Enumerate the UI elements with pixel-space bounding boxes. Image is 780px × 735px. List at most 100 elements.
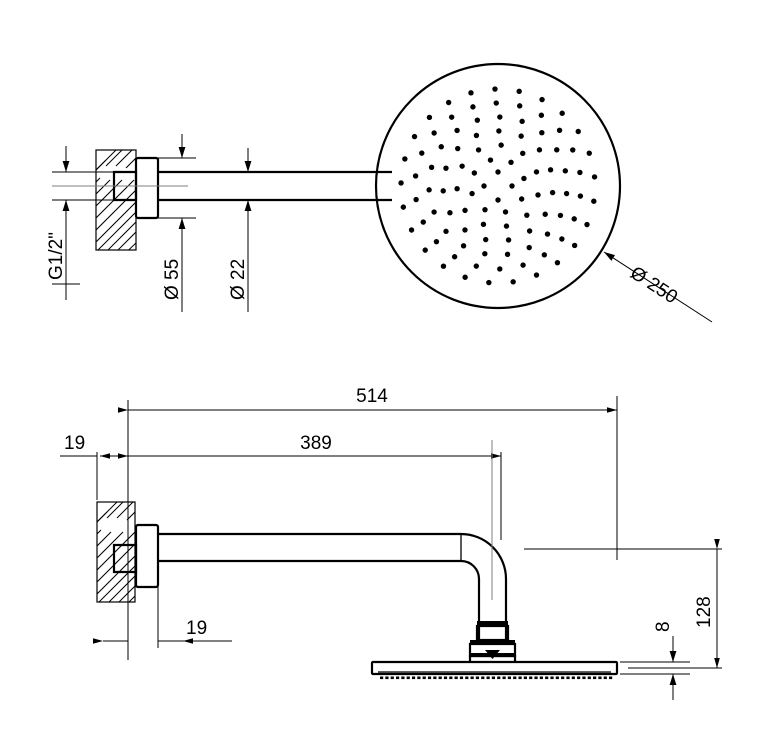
plate-nozzle-mark: [534, 676, 538, 680]
nozzle-hole: [538, 112, 545, 118]
nozzle-hole: [563, 190, 570, 197]
head-connector: [468, 621, 517, 667]
flange-side: [134, 523, 160, 589]
nozzle-hole: [556, 127, 563, 134]
dimension-tube-diameter: Ø 22: [228, 148, 252, 312]
nozzle-hole: [571, 216, 577, 222]
nozzle-hole: [431, 209, 437, 215]
nozzle-hole: [541, 252, 548, 258]
nozzle-hole: [459, 163, 465, 169]
plate-nozzle-mark: [411, 676, 416, 680]
nozzle-hole: [544, 231, 551, 237]
dimension-flange-offset-label: 19: [186, 618, 207, 639]
nozzle-hole: [557, 212, 564, 219]
plate-nozzle-mark: [539, 676, 543, 680]
plate-nozzle-mark: [406, 676, 410, 680]
nozzle-hole: [498, 142, 504, 148]
nozzle-hole: [516, 103, 523, 109]
nozzle-hole: [433, 238, 440, 245]
nozzle-hole: [516, 88, 522, 95]
plate-nozzle-mark: [470, 676, 474, 680]
nozzle-hole: [520, 150, 526, 157]
plate-nozzle-mark: [385, 676, 389, 680]
plate-nozzle-mark: [577, 676, 581, 680]
nozzle-hole: [586, 150, 592, 156]
plate-nozzle-mark: [502, 676, 506, 680]
dimension-elbow-reach-label: 389: [300, 433, 332, 454]
nozzle-hole: [526, 244, 532, 251]
plate-nozzle-mark: [491, 676, 496, 680]
nozzle-hole: [539, 130, 545, 136]
nozzle-hole: [443, 228, 449, 235]
plate-nozzle-mark: [475, 676, 480, 680]
nozzle-hole: [554, 147, 560, 153]
plate-nozzle-mark: [465, 676, 469, 680]
nozzle-hole: [443, 165, 449, 171]
nozzle-hole: [520, 262, 526, 268]
nozzle-hole: [591, 174, 598, 180]
nozzle-hole: [584, 221, 590, 228]
nozzle-hole: [480, 221, 487, 228]
dimension-plate-thickness-label: 8: [653, 621, 674, 632]
nozzle-hole: [408, 227, 415, 233]
shower-plate-side: [370, 660, 619, 680]
nozzle-hole: [402, 156, 408, 162]
plate-nozzle-mark: [582, 676, 586, 680]
plate-nozzle-mark: [587, 676, 591, 680]
plate-nozzle-mark: [523, 676, 527, 680]
side-view-group: 514 389 19 19 128: [60, 386, 722, 700]
nozzle-hole: [462, 274, 468, 280]
plate-nozzle-mark: [545, 676, 549, 680]
nozzle-hole: [504, 251, 511, 258]
top-view-group: G1/2" Ø 55 Ø 22 Ø 250: [46, 62, 713, 323]
nozzle-hole: [542, 211, 548, 217]
plate-nozzle-mark: [443, 676, 448, 680]
plate-nozzle-mark: [513, 676, 517, 680]
dimension-head-diameter-label: Ø 250: [626, 263, 681, 309]
nozzle-hole: [440, 188, 446, 194]
nozzle-hole: [475, 147, 482, 153]
plate-nozzle-mark: [390, 676, 394, 680]
dimension-total-reach: 514: [118, 386, 618, 660]
nozzle-hole: [473, 132, 480, 139]
nozzle-hole: [473, 263, 480, 269]
nozzle-hole: [428, 164, 435, 170]
nozzle-hole: [495, 169, 501, 175]
dimension-wall-offset: 19: [60, 433, 128, 500]
plate-nozzle-mark: [561, 676, 565, 680]
nozzle-hole: [496, 128, 502, 134]
nozzle-hole: [524, 212, 530, 218]
plate-nozzle-mark: [427, 676, 432, 680]
nozzle-hole: [426, 114, 433, 121]
dimension-plate-thickness: 8: [620, 621, 690, 700]
nozzle-hole: [482, 206, 488, 213]
plate-nozzle-mark: [395, 676, 400, 680]
plate-nozzle-mark: [497, 676, 501, 680]
nozzle-hole: [454, 185, 460, 192]
dimension-total-reach-label: 514: [356, 386, 388, 407]
dimension-flange-diameter-label: Ø 55: [162, 259, 183, 300]
dimension-drop-height: 128: [524, 539, 722, 669]
nozzle-hole: [471, 170, 478, 176]
nozzle-hole: [438, 144, 444, 150]
plate-nozzle-mark: [422, 676, 426, 680]
nozzle-hole: [431, 130, 437, 136]
nozzle-hole: [469, 190, 475, 197]
nozzle-hole: [562, 168, 569, 174]
nozzle-hole: [448, 114, 455, 120]
nozzle-pattern: [398, 86, 598, 286]
plate-nozzle-mark: [609, 676, 613, 680]
dimension-thread: G1/2": [46, 146, 124, 300]
plate-nozzle-mark: [603, 676, 607, 680]
dimension-elbow-reach: 389: [118, 433, 502, 540]
nozzle-hole: [495, 197, 501, 203]
plate-nozzle-mark: [417, 676, 421, 680]
plate-nozzle-mark: [433, 676, 437, 680]
plate-nozzle-mark: [598, 676, 602, 680]
dimension-thread-label: G1/2": [46, 232, 67, 280]
nozzle-hole: [400, 204, 407, 210]
plate-nozzle-mark: [529, 676, 533, 680]
plate-nozzle-texture: [380, 676, 613, 680]
nozzle-hole: [559, 236, 565, 242]
